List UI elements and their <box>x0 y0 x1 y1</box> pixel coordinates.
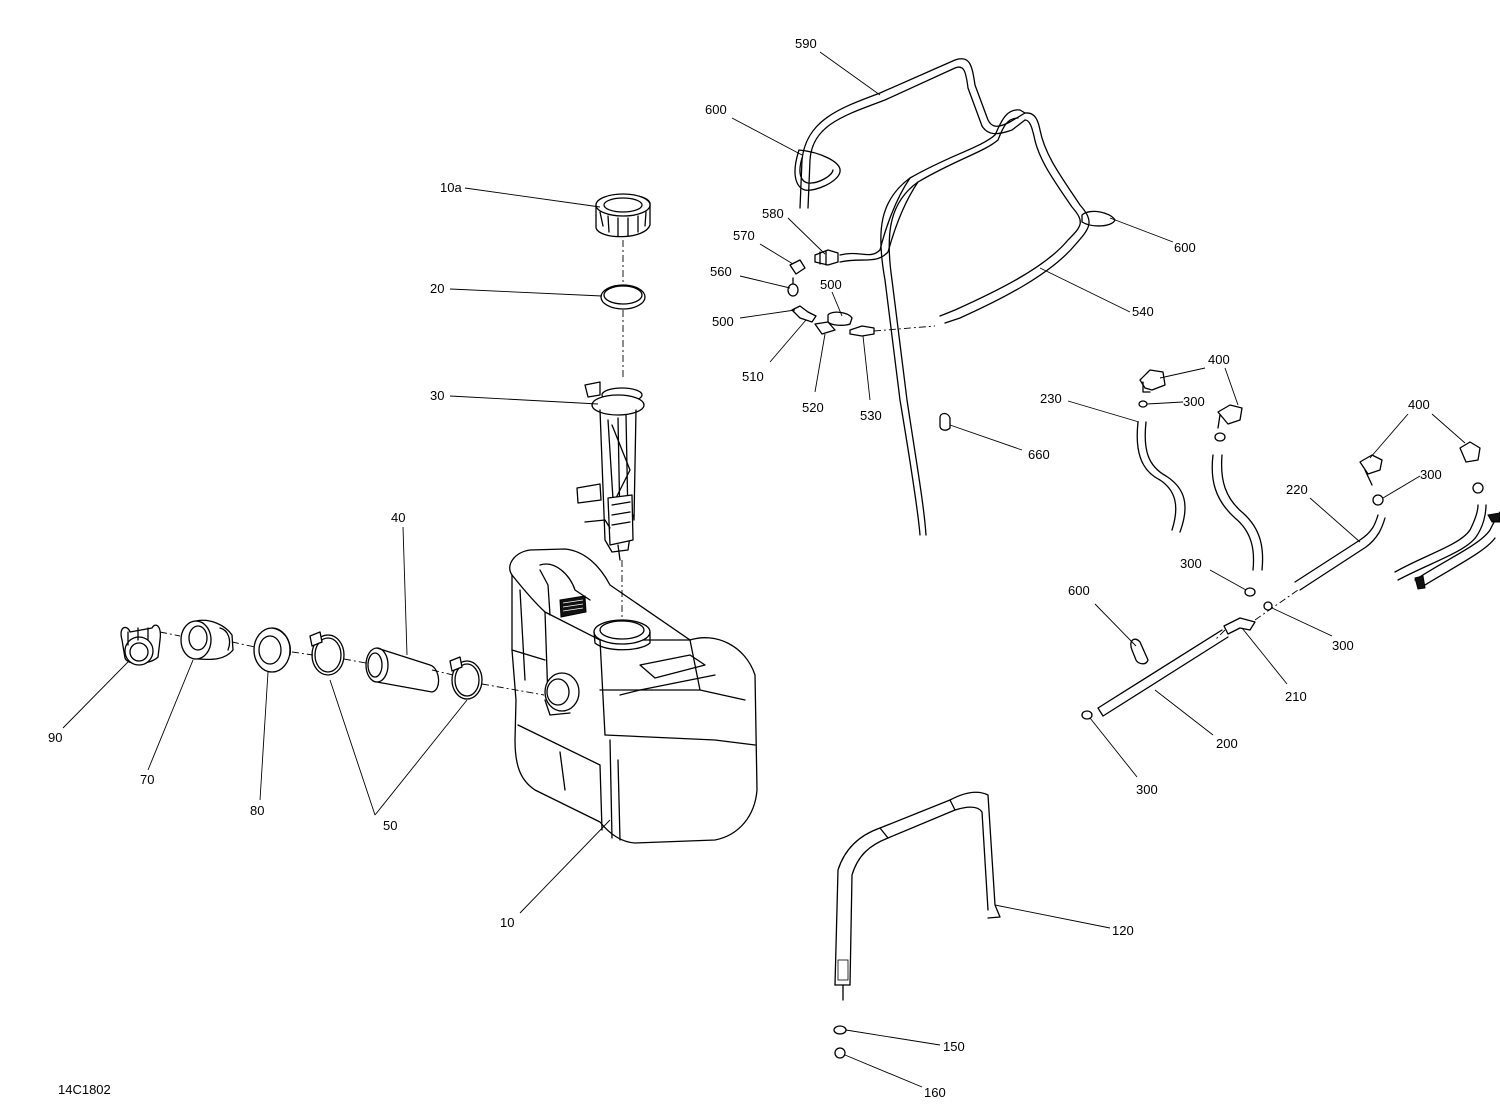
callout-120: 120 <box>1112 923 1134 938</box>
hose-230 <box>1136 421 1186 533</box>
callout-50: 50 <box>383 818 397 833</box>
callout-300-d: 300 <box>1332 638 1354 653</box>
hose-220 <box>1294 514 1386 591</box>
callout-500-left: 500 <box>712 314 734 329</box>
callout-70: 70 <box>140 772 154 787</box>
grommet-80 <box>253 627 291 673</box>
filler-hose-40 <box>365 647 440 693</box>
hose-500a <box>827 311 853 326</box>
callout-220: 220 <box>1286 482 1308 497</box>
callout-150: 150 <box>943 1039 965 1054</box>
quick-connector-400b <box>1217 404 1243 429</box>
callout-230: 230 <box>1040 391 1062 406</box>
hose-clamp-50b <box>449 656 483 700</box>
quick-connector-400c <box>1359 454 1383 486</box>
fuel-pump-30 <box>576 381 645 561</box>
drawing-number: 14C1802 <box>58 1082 111 1097</box>
callout-10a: 10a <box>440 180 462 195</box>
quick-connector-400d <box>1459 441 1481 463</box>
callout-400-b: 400 <box>1408 397 1430 412</box>
leader-lines <box>62 51 1466 1088</box>
callout-40: 40 <box>391 510 405 525</box>
connector-530 <box>849 325 875 337</box>
ring-300c <box>1244 587 1256 597</box>
callout-570: 570 <box>733 228 755 243</box>
hose-long-right <box>1211 454 1264 571</box>
clip-600c <box>1130 638 1149 665</box>
callout-530: 530 <box>860 408 882 423</box>
check-valve-560 <box>787 277 799 297</box>
callout-300-e: 300 <box>1136 782 1158 797</box>
tee-510 <box>791 305 817 323</box>
clip-600a <box>794 149 841 191</box>
tee-210 <box>1223 617 1256 635</box>
callout-520: 520 <box>802 400 824 415</box>
callout-560: 560 <box>710 264 732 279</box>
callout-10: 10 <box>500 915 514 930</box>
tank-strap-120 <box>834 791 1001 1001</box>
callout-510: 510 <box>742 369 764 384</box>
filler-neck-70 <box>180 619 234 661</box>
elbow-570 <box>789 259 806 275</box>
callout-200: 200 <box>1216 736 1238 751</box>
callout-400-a: 400 <box>1208 352 1230 367</box>
assembly-axis-pump <box>621 240 624 620</box>
hose-right-short <box>1394 504 1500 590</box>
callout-540: 540 <box>1132 304 1154 319</box>
callout-580: 580 <box>762 206 784 221</box>
callout-30: 30 <box>430 388 444 403</box>
vent-hose-590 <box>799 58 1026 209</box>
callout-300-c: 300 <box>1180 556 1202 571</box>
quick-connector-400a <box>1139 369 1166 393</box>
callout-600-right: 600 <box>1174 240 1196 255</box>
callout-labels: 10a 20 30 40 50 90 70 80 10 590 600 600 … <box>48 36 1442 1100</box>
callout-600-lower: 600 <box>1068 583 1090 598</box>
callout-210: 210 <box>1285 689 1307 704</box>
ring-300b <box>1214 432 1226 442</box>
assembly-axis-filler <box>159 631 545 696</box>
callout-160: 160 <box>924 1085 946 1100</box>
callout-300-b: 300 <box>1420 467 1442 482</box>
callout-80: 80 <box>250 803 264 818</box>
washer-150 <box>833 1025 847 1035</box>
callout-500-right: 500 <box>820 277 842 292</box>
callout-20: 20 <box>430 281 444 296</box>
callout-590: 590 <box>795 36 817 51</box>
lock-ring-10a <box>595 193 651 238</box>
callout-300-a: 300 <box>1183 394 1205 409</box>
callout-600-top: 600 <box>705 102 727 117</box>
hose-clamp-50a <box>309 631 345 676</box>
fuel-cap-90 <box>120 624 162 666</box>
assembly-axis-hoses <box>1214 589 1299 641</box>
hose-520 <box>814 321 836 335</box>
clip-660 <box>939 412 951 431</box>
vent-hose-540 <box>839 109 1090 536</box>
ring-300a <box>1138 400 1148 408</box>
ring-300e <box>1081 601 1273 720</box>
hose-200 <box>1097 629 1229 717</box>
assembly-axis-vent <box>873 325 936 332</box>
callout-660: 660 <box>1028 447 1050 462</box>
seal-ring-20 <box>600 284 646 310</box>
connector-580 <box>814 249 839 266</box>
nut-160 <box>834 1047 846 1059</box>
fuel-tank-10 <box>509 548 758 844</box>
callout-90: 90 <box>48 730 62 745</box>
ring-300d <box>1372 482 1484 506</box>
